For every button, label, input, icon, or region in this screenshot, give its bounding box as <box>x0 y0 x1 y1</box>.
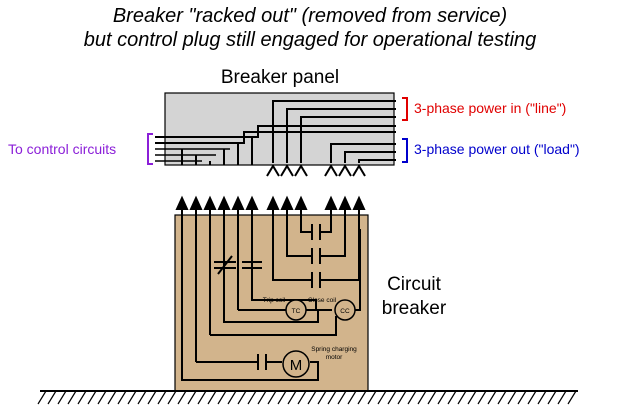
ground-hatch-line <box>197 390 207 405</box>
ground-hatch-line <box>77 390 87 405</box>
breaker-power-pins <box>266 195 366 210</box>
control-bracket <box>147 133 153 165</box>
ground-hatch-line <box>557 390 567 405</box>
line-bracket <box>402 97 408 121</box>
breaker-panel-label: Breaker panel <box>221 67 339 88</box>
control-circuits-label: To control circuits <box>8 141 116 157</box>
auxiliary-contacts <box>214 255 262 275</box>
ground-hatch-line <box>117 390 127 405</box>
ground-hatch-line <box>357 390 367 405</box>
ground-hatch-line <box>407 390 417 405</box>
ground-hatch-line <box>347 390 357 405</box>
trip-coil <box>285 299 307 321</box>
coil-wiring <box>210 229 361 336</box>
ground <box>37 390 578 405</box>
ground-hatch-line <box>307 390 317 405</box>
ground-hatch-line <box>447 390 457 405</box>
control-wires-panel <box>155 125 396 165</box>
ground-hatch-line <box>387 390 397 405</box>
ground-hatch-line <box>207 390 217 405</box>
load-bracket <box>402 138 408 163</box>
ground-hatch-line <box>127 390 137 405</box>
ground-hatch-line <box>367 390 377 405</box>
cc-label: CC <box>340 308 350 315</box>
ground-hatch-line <box>37 390 47 405</box>
ground-hatch-line <box>147 390 157 405</box>
ground-hatch-line <box>337 390 347 405</box>
ground-hatch-line <box>317 390 327 405</box>
ground-hatch-line <box>57 390 67 405</box>
ground-hatch-line <box>417 390 427 405</box>
ground-hatch-line <box>297 390 307 405</box>
title-line-1: Breaker "racked out" (removed from servi… <box>113 5 507 27</box>
ground-hatch-line <box>247 390 257 405</box>
ground-hatch-line <box>257 390 267 405</box>
ground-hatch-line <box>467 390 477 405</box>
circuit-breaker-label-2: breaker <box>382 298 447 319</box>
ground-hatch-line <box>47 390 57 405</box>
ground-hatch-line <box>327 390 337 405</box>
ground-hatch-line <box>177 390 187 405</box>
ground-hatch-line <box>537 390 547 405</box>
ground-hatch-line <box>167 390 177 405</box>
motor-wiring <box>181 350 319 381</box>
ground-hatch-line <box>97 390 107 405</box>
power-out-label: 3-phase power out ("load") <box>414 141 580 157</box>
ground-hatch-line <box>187 390 197 405</box>
trip-coil-label: Trip coil <box>263 297 286 304</box>
spring-motor <box>282 350 310 378</box>
ground-hatch-line <box>437 390 447 405</box>
ground-hatch-line <box>237 390 247 405</box>
breaker-panel <box>164 92 395 166</box>
spring-motor-label-1: Spring charging <box>311 346 357 353</box>
line-wires <box>272 100 396 163</box>
ground-hatch-line <box>457 390 467 405</box>
ground-hatch-line <box>107 390 117 405</box>
ground-hatch-line <box>427 390 437 405</box>
ground-hatch-line <box>507 390 517 405</box>
close-coil <box>334 299 356 321</box>
ground-hatch-line <box>137 390 147 405</box>
ground-hatch-line <box>477 390 487 405</box>
title-line-2: but control plug still engaged for opera… <box>84 29 537 51</box>
panel-power-stabs <box>266 164 366 177</box>
motor-label: M <box>290 357 303 374</box>
tc-label: TC <box>292 308 301 315</box>
ground-hatch-line <box>227 390 237 405</box>
ground-hatch-line <box>87 390 97 405</box>
ground-hatch-line <box>567 390 577 405</box>
ground-hatch-line <box>157 390 167 405</box>
ground-hatch-line <box>67 390 77 405</box>
close-coil-label: Close coil <box>308 297 337 304</box>
ground-hatch-line <box>287 390 297 405</box>
ground-hatch-line <box>517 390 527 405</box>
ground-hatch-line <box>397 390 407 405</box>
load-wires <box>330 143 396 163</box>
ground-hatch-line <box>267 390 277 405</box>
spring-motor-label-2: motor <box>326 354 343 361</box>
ground-hatch-line <box>277 390 287 405</box>
ground-hatch-line <box>527 390 537 405</box>
power-in-label: 3-phase power in ("line") <box>414 100 566 116</box>
ground-hatch-line <box>547 390 557 405</box>
ground-hatch-line <box>497 390 507 405</box>
ground-hatch-line <box>377 390 387 405</box>
ground-hatch-line <box>487 390 497 405</box>
ground-hatch-line <box>217 390 227 405</box>
circuit-breaker-label-1: Circuit <box>387 274 442 295</box>
